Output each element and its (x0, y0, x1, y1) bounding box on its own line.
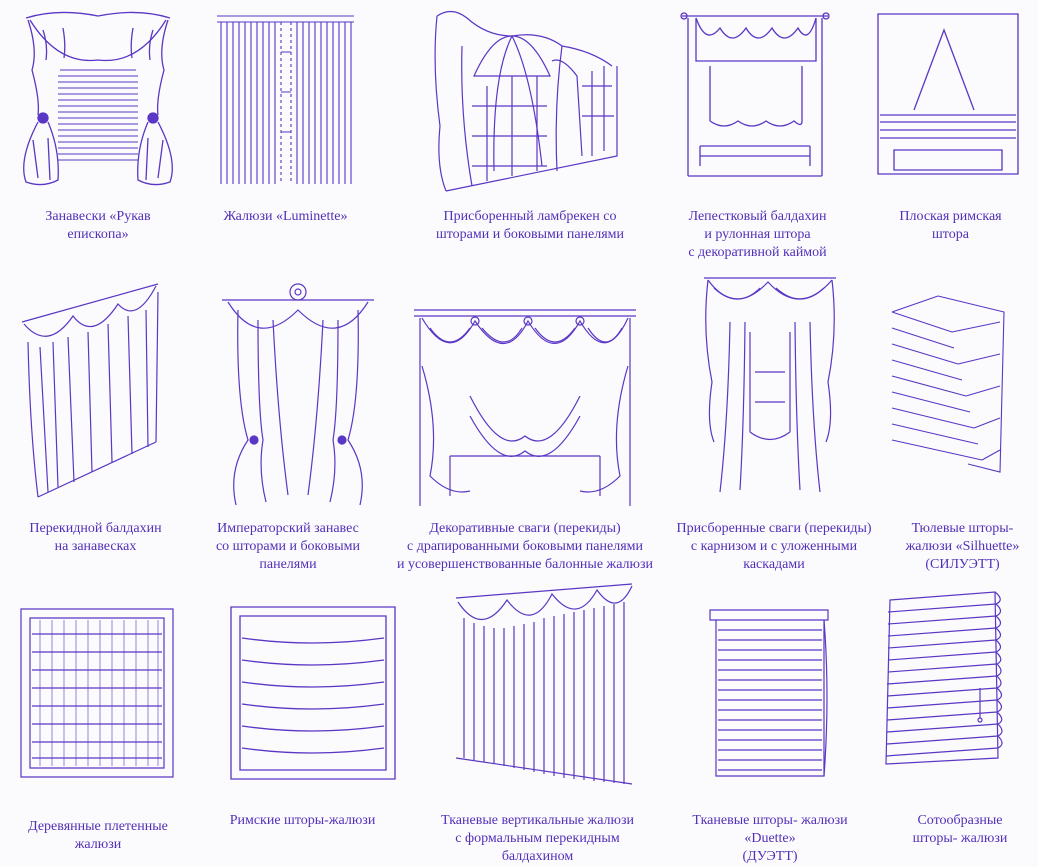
caption-line: шторами и боковыми панелями (435, 227, 625, 242)
caption-line: (ДУЭТТ) (742, 849, 798, 864)
roman-shade-blinds-illustration (228, 604, 398, 784)
throw-over-canopy-illustration (18, 282, 163, 502)
decorative-swags-illustration (410, 306, 640, 511)
petal-canopy-roller-caption: Лепестковый балдахин и рулонная штора с … (670, 208, 845, 262)
gathered-lambrequin-illustration (432, 6, 622, 196)
caption-line: с декоративной каймой (688, 245, 827, 260)
silhouette-tulle-blinds-caption: Тюлевые шторы- жалюзи «Silhuette» (СИЛУЭ… (885, 520, 1038, 574)
gathered-lambrequin-caption: Присборенный ламбрекен со шторами и боко… (420, 208, 640, 244)
caption-line: со шторами и боковыми (215, 539, 361, 554)
luminette-blinds-caption: Жалюзи «Luminette» (203, 208, 368, 226)
caption-line: Императорский занавес (217, 521, 359, 536)
silhouette-tulle-blinds-illustration (888, 292, 1008, 477)
caption-line: Тканевые шторы- жалюзи (692, 813, 848, 828)
caption-line: шторы- жалюзи (912, 831, 1008, 846)
petal-canopy-roller-illustration (680, 6, 830, 181)
caption-line: балдахином (501, 849, 574, 864)
caption-line: с драпированными боковыми панелями (406, 539, 643, 554)
gathered-swags-cascades-caption: Присборенные сваги (перекиды) с карнизом… (660, 520, 888, 574)
caption-line: (СИЛУЭТТ) (925, 557, 1000, 572)
caption-line: жалюзи «Silhuette» (905, 539, 1020, 554)
caption-line: каскадами (743, 557, 805, 572)
luminette-blinds-illustration (213, 12, 358, 187)
caption-line: жалюзи (74, 837, 122, 852)
duette-shades-illustration (706, 606, 831, 781)
fabric-vertical-blinds-illustration (452, 578, 637, 788)
caption-line: Римские шторы-жалюзи (229, 813, 376, 828)
bishop-sleeve-curtains-illustration (18, 10, 178, 190)
caption-line: и усовершенствованные балонные жалюзи (396, 557, 654, 572)
caption-line: Тканевые вертикальные жалюзи (441, 813, 634, 828)
caption-line: Деревянные плетенные (28, 819, 168, 834)
gathered-swags-cascades-illustration (700, 272, 840, 497)
caption-line: Тюлевые шторы- (911, 521, 1014, 536)
roman-shade-blinds-caption: Римские шторы-жалюзи (205, 812, 400, 830)
caption-line: и рулонная штора (704, 227, 811, 242)
caption-line: Занавески «Рукав (45, 209, 151, 224)
caption-line: Жалюзи «Luminette» (223, 209, 348, 224)
imperial-drape-caption: Императорский занавес со шторами и боков… (198, 520, 378, 574)
caption-line: Присборенные сваги (перекиды) (676, 521, 872, 536)
flat-roman-shade-caption: Плоская римская штора (868, 208, 1033, 244)
caption-line: «Duette» (744, 831, 796, 846)
caption-line: Присборенный ламбрекен со (443, 209, 617, 224)
caption-line: Декоративные сваги (перекиды) (429, 521, 621, 536)
decorative-swags-caption: Декоративные сваги (перекиды) с драпиров… (375, 520, 675, 574)
caption-line: Сотообразные (917, 813, 1003, 828)
duette-shades-caption: Тканевые шторы- жалюзи «Duette» (ДУЭТТ) (670, 812, 870, 866)
woven-wood-blinds-caption: Деревянные плетенные жалюзи (8, 818, 188, 854)
flat-roman-shade-illustration (874, 10, 1022, 180)
caption-line: на занавесках (54, 539, 137, 554)
honeycomb-shades-caption: Сотообразные шторы- жалюзи (885, 812, 1035, 848)
caption-line: с формальным перекидным (455, 831, 620, 846)
throw-over-canopy-caption: Перекидной балдахин на занавесках (8, 520, 183, 556)
honeycomb-shades-illustration (880, 588, 1025, 773)
bishop-sleeve-curtains-caption: Занавески «Рукав епископа» (8, 208, 188, 244)
fabric-vertical-blinds-caption: Тканевые вертикальные жалюзи с формальны… (420, 812, 655, 866)
caption-line: Плоская римская (899, 209, 1002, 224)
imperial-drape-illustration (218, 280, 378, 510)
caption-line: епископа» (67, 227, 129, 242)
caption-line: штора (932, 227, 969, 242)
woven-wood-blinds-illustration (18, 606, 176, 781)
caption-line: Лепестковый балдахин (688, 209, 827, 224)
caption-line: Перекидной балдахин (29, 521, 162, 536)
caption-line: панелями (259, 557, 317, 572)
caption-line: с карнизом и с уложенными (690, 539, 858, 554)
